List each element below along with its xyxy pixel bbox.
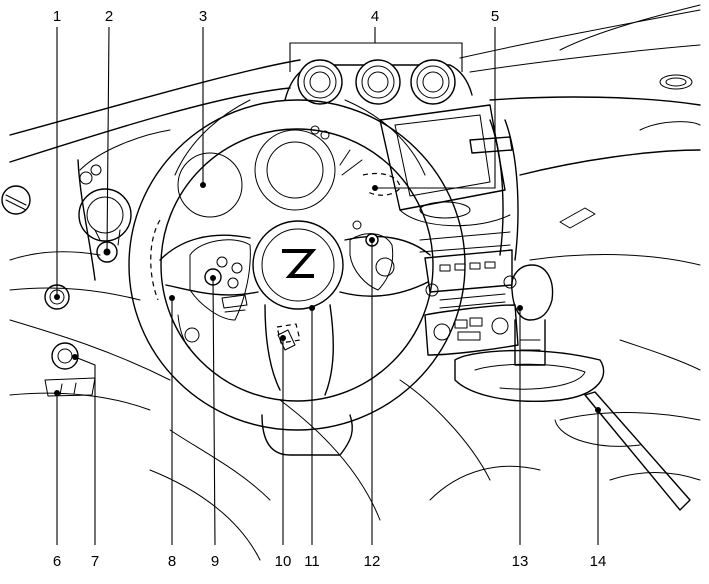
callout-4: 4 [371,8,379,25]
callout-2: 2 [105,8,113,25]
callout-14: 14 [590,553,607,570]
console [454,264,691,511]
callout-8: 8 [168,553,176,570]
callout-labels: 1 2 3 4 5 6 7 8 9 10 11 12 13 14 [53,8,607,570]
callout-7: 7 [91,553,99,570]
callout-1: 1 [53,8,61,25]
callout-11: 11 [304,553,320,570]
left-vents [1,185,96,397]
callout-5: 5 [491,8,499,25]
center-stack [379,104,519,356]
callout-3: 3 [199,8,207,25]
steering-wheel [128,99,466,431]
callout-9: 9 [211,553,219,570]
callout-10: 10 [275,553,292,570]
dashboard-outline [9,4,701,561]
left-switch-panel [77,129,171,281]
leader-dots [54,182,601,413]
callout-13: 13 [512,553,529,570]
callout-6: 6 [53,553,61,570]
top-gauge-cluster [284,59,473,105]
leader-lines [56,26,599,546]
steering-column [261,414,353,456]
callout-12: 12 [364,553,381,570]
